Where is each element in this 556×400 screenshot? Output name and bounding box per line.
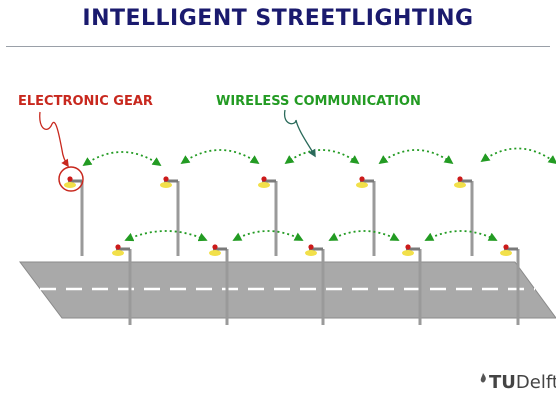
streetlight-sensor <box>261 176 267 182</box>
title-divider <box>6 46 550 47</box>
streetlight-lamp <box>305 250 317 256</box>
wireless-link-arrow-icon <box>424 230 498 241</box>
wireless-link-arrow-icon <box>124 230 208 242</box>
streetlight-lamp <box>112 250 124 256</box>
electronic-gear-pointer-arrow <box>39 111 69 168</box>
wireless-link-arrow-icon <box>284 149 360 165</box>
wireless-link-arrow-icon <box>378 149 454 165</box>
streetlight-icon <box>356 176 376 256</box>
streetlight-sensor <box>163 176 169 182</box>
streetlight-lamp <box>209 250 221 256</box>
wireless-pointer-arrow <box>283 109 316 158</box>
wireless-communication-label: WIRELESS COMMUNICATION <box>216 94 421 109</box>
streetlight-sensor <box>405 244 411 250</box>
wireless-link-arrow-icon <box>480 147 556 165</box>
streetlight-sensor <box>359 176 365 182</box>
streetlight-lamp <box>258 182 270 188</box>
streetlight-sensor <box>457 176 463 182</box>
streetlight-icon <box>112 244 132 325</box>
streetlight-sensor <box>503 244 509 250</box>
streetlight-icon <box>160 176 180 256</box>
streetlight-icon <box>454 176 474 256</box>
streetlight-lamp <box>500 250 512 256</box>
wireless-link-arrow-icon <box>232 230 304 241</box>
streetlight-icon <box>64 176 84 256</box>
streetlight-lamp <box>454 182 466 188</box>
electronic-gear-label: ELECTRONIC GEAR <box>18 94 153 109</box>
streetlight-icon <box>258 176 278 256</box>
wireless-link-arrow-icon <box>82 151 162 167</box>
wireless-link-arrow-icon <box>328 230 400 241</box>
streetlight-lamp <box>160 182 172 188</box>
wireless-link-arrow-icon <box>180 149 260 165</box>
streetlight-sensor <box>115 244 121 250</box>
streetlight-lamp <box>356 182 368 188</box>
slide-title: INTELLIGENT STREETLIGHTING <box>82 6 474 31</box>
logo-delft-text: Delft <box>515 372 556 393</box>
streetlight-icon <box>500 244 520 325</box>
streetlight-icon <box>305 244 325 325</box>
streetlight-lamp <box>64 182 76 188</box>
logo-tu-text: TU <box>489 372 516 393</box>
tu-delft-flame-icon <box>480 373 486 383</box>
streetlight-sensor <box>212 244 218 250</box>
streetlight-lamp <box>402 250 414 256</box>
electronic-gear-highlight-circle <box>58 166 84 192</box>
streetlight-icon <box>402 244 422 325</box>
streetlight-sensor <box>67 176 73 182</box>
streetlight-icon <box>209 244 229 325</box>
tu-delft-logo: TUDelft <box>478 372 556 393</box>
streetlight-sensor <box>308 244 314 250</box>
